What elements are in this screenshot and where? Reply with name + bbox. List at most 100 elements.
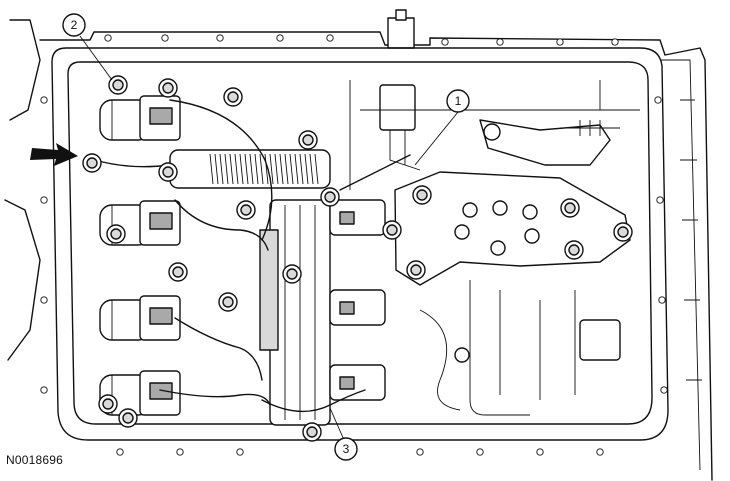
flange-bolt-hole bbox=[596, 448, 604, 456]
flange-bolt-hole bbox=[116, 448, 124, 456]
solenoid bbox=[99, 200, 181, 246]
bolt-center bbox=[386, 224, 398, 236]
coil-turn bbox=[309, 153, 314, 185]
bolt bbox=[158, 78, 178, 98]
flange-bolt-hole bbox=[536, 448, 544, 456]
valve-body-bolts bbox=[82, 75, 633, 442]
bolt-center bbox=[86, 157, 98, 169]
callout-1-label: 1 bbox=[455, 94, 462, 108]
bolt bbox=[236, 200, 256, 220]
bolt bbox=[118, 408, 138, 428]
flange-bolt-hole bbox=[326, 34, 334, 42]
coil-turn bbox=[264, 153, 269, 185]
bolt bbox=[82, 153, 102, 173]
case-ribs bbox=[349, 80, 640, 416]
flange-bolt-hole bbox=[176, 448, 184, 456]
callout-1: 1 bbox=[414, 89, 470, 166]
bolt-center bbox=[564, 202, 576, 214]
bolt-center bbox=[416, 189, 428, 201]
bolt-center bbox=[410, 264, 422, 276]
flange-bolt-hole bbox=[40, 96, 48, 104]
bolt bbox=[106, 224, 126, 244]
bolt-center bbox=[306, 426, 318, 438]
bolt-center bbox=[162, 82, 174, 94]
flange-bolt-hole bbox=[656, 196, 664, 204]
bolt-center bbox=[102, 398, 114, 410]
coil-turn bbox=[279, 153, 284, 185]
flange-bolt-hole bbox=[40, 296, 48, 304]
flange-bolt-holes bbox=[40, 34, 668, 456]
transmission-case bbox=[4, 9, 713, 481]
coil-turn bbox=[224, 153, 229, 185]
bolt bbox=[168, 262, 188, 282]
flange-bolt-hole bbox=[476, 448, 484, 456]
coil-turn bbox=[244, 153, 249, 185]
coil-turn bbox=[274, 153, 279, 185]
bolt-center bbox=[172, 266, 184, 278]
bolt bbox=[282, 264, 302, 284]
callout-3: 3 bbox=[329, 407, 358, 461]
solenoid-pin-housing bbox=[149, 212, 173, 230]
bolt-center bbox=[568, 244, 580, 256]
coil-turn bbox=[214, 153, 219, 185]
coil-turn bbox=[209, 153, 214, 185]
coil-turn bbox=[219, 153, 224, 185]
flange-bolt-hole bbox=[611, 38, 619, 46]
coil-turn bbox=[294, 153, 299, 185]
coil-turn bbox=[259, 153, 264, 185]
flange-bolt-hole bbox=[654, 96, 662, 104]
coil-turn bbox=[234, 153, 239, 185]
flange-bolt-hole bbox=[441, 38, 449, 46]
detent-bracket bbox=[379, 84, 631, 286]
solenoid bbox=[99, 295, 181, 341]
bolt-center bbox=[162, 166, 174, 178]
bolt-center bbox=[112, 79, 124, 91]
coil-turn bbox=[284, 153, 289, 185]
bolt bbox=[158, 162, 178, 182]
coil-turn bbox=[299, 153, 304, 185]
bolt bbox=[613, 222, 633, 242]
coil-turn bbox=[314, 153, 319, 185]
solenoid-bodies bbox=[99, 95, 181, 416]
flange-bolt-hole bbox=[276, 34, 284, 42]
bolt-center bbox=[227, 91, 239, 103]
flange-bolt-hole bbox=[236, 448, 244, 456]
flange-bolt-hole bbox=[556, 38, 564, 46]
coil-turn bbox=[239, 153, 244, 185]
pointer-arrow bbox=[30, 143, 78, 166]
solenoid bbox=[99, 95, 181, 141]
bolt-center bbox=[240, 204, 252, 216]
solenoid-pack bbox=[259, 199, 386, 426]
bolt-center bbox=[222, 296, 234, 308]
solenoid-pin-housing bbox=[149, 107, 173, 125]
bolt bbox=[298, 130, 318, 150]
solenoid-pin-housing bbox=[149, 382, 173, 400]
bolt bbox=[382, 220, 402, 240]
bolt bbox=[406, 260, 426, 280]
bolt bbox=[320, 187, 340, 207]
callout-2-label: 2 bbox=[71, 18, 78, 32]
bolt bbox=[564, 240, 584, 260]
gasket-flange bbox=[51, 47, 669, 441]
bolt bbox=[218, 292, 238, 312]
bolt-center bbox=[122, 412, 134, 424]
bolt bbox=[412, 185, 432, 205]
bolt bbox=[108, 75, 128, 95]
flange-bolt-hole bbox=[660, 386, 668, 394]
coil-turn bbox=[229, 153, 234, 185]
flange-bolt-hole bbox=[496, 38, 504, 46]
bolt-center bbox=[110, 228, 122, 240]
coil-turn bbox=[254, 153, 259, 185]
bolt bbox=[223, 87, 243, 107]
bolt bbox=[560, 198, 580, 218]
bolt bbox=[302, 422, 322, 442]
figure-id-label: N0018696 bbox=[6, 453, 63, 467]
bolt-center bbox=[617, 226, 629, 238]
bolt-center bbox=[286, 268, 298, 280]
coil-turn bbox=[269, 153, 274, 185]
coil-turn bbox=[289, 153, 294, 185]
flange-bolt-hole bbox=[658, 296, 666, 304]
flange-bolt-hole bbox=[104, 34, 112, 42]
coil-turn bbox=[249, 153, 254, 185]
